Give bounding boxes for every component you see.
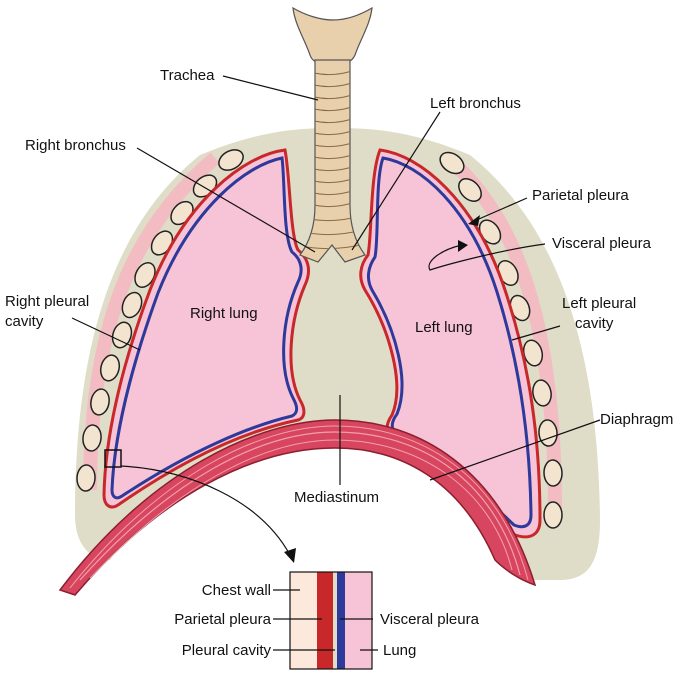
right-pleural-cavity-label-2: cavity [5,313,44,330]
right-pleural-leader [71,317,141,351]
inset-pleural-cavity [333,572,337,669]
inset-parietal-pleura-label: Parietal pleura [174,611,271,628]
diaphragm-muscle [58,419,537,596]
visceral-pleura-label: Visceral pleura [552,235,652,252]
left-bronchus-leader [351,111,441,251]
left-pleural-leader [511,325,561,341]
magnify-arrow [120,465,291,556]
inset-parietal-pleura [317,572,333,669]
right-pleural-cavity-label-1: Right pleural [5,293,89,310]
left-lung-label: Left lung [415,319,473,336]
inset-frame [289,571,373,670]
mediastinum-label: Mediastinum [294,489,379,506]
diaphragm-striation-2 [69,425,529,589]
left-bronchus-label: Left bronchus [430,95,521,112]
parietal-arrow-head [468,215,480,226]
left-ribs [439,151,563,529]
parietal-arrow [471,197,528,223]
left-pleural-cavity-label-1: Left pleural [562,295,636,312]
inset: Chest wall Parietal pleura Pleural cavit… [174,571,480,670]
inset-lung-label: Lung [383,642,416,659]
diaphragm-leader [429,419,601,481]
inset-pleural-cavity-label: Pleural cavity [182,642,272,659]
diaphragm-striation-1 [79,431,521,581]
inset-visceral-pleura-label: Visceral pleura [380,611,480,628]
inset-chest-wall [290,572,317,669]
right-lung-label: Right lung [190,305,258,322]
diaphragm-label: Diaphragm [600,411,673,428]
inset-visceral-pleura [337,572,345,669]
trachea-tube [299,59,366,263]
inset-chest-wall-label: Chest wall [202,582,271,599]
inset-lung [345,572,372,669]
trachea-label: Trachea [160,67,215,84]
magnify-arrow-head [284,548,296,563]
larynx [292,6,373,66]
right-bronchus-leader [136,147,316,253]
visceral-arrow [428,243,546,271]
left-pleural-cavity-label-2: cavity [575,315,614,332]
parietal-pleura-label: Parietal pleura [532,187,629,204]
magnify-box [104,449,122,468]
right-visceral-pleura [110,156,303,500]
right-bronchus-label: Right bronchus [25,137,126,154]
diaphragm-striation-3 [89,439,513,579]
visceral-arrow-head [458,240,468,252]
trachea-leader [222,75,319,101]
